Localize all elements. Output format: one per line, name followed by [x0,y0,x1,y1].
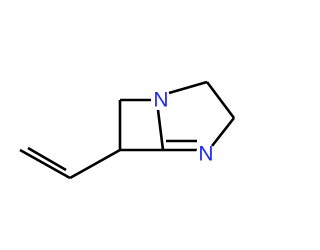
atom-n1-label: N [153,89,168,112]
bond-ch2-ch2 [205,81,236,119]
bond-c-bridge-n1 [156,109,165,151]
atom-n2: N [196,143,216,166]
molecule-structure-diagram: N N [19,80,236,180]
bond-n1-ch2-right [168,80,208,95]
atom-n1: N [151,89,171,112]
atom-n2-label: N [198,143,213,166]
bond-ch-vinyl [69,148,121,180]
bond-vinyl-double-outer [19,148,71,180]
bond-ch2-n2 [210,117,236,147]
bond-vinyl-double-inner [27,146,67,172]
